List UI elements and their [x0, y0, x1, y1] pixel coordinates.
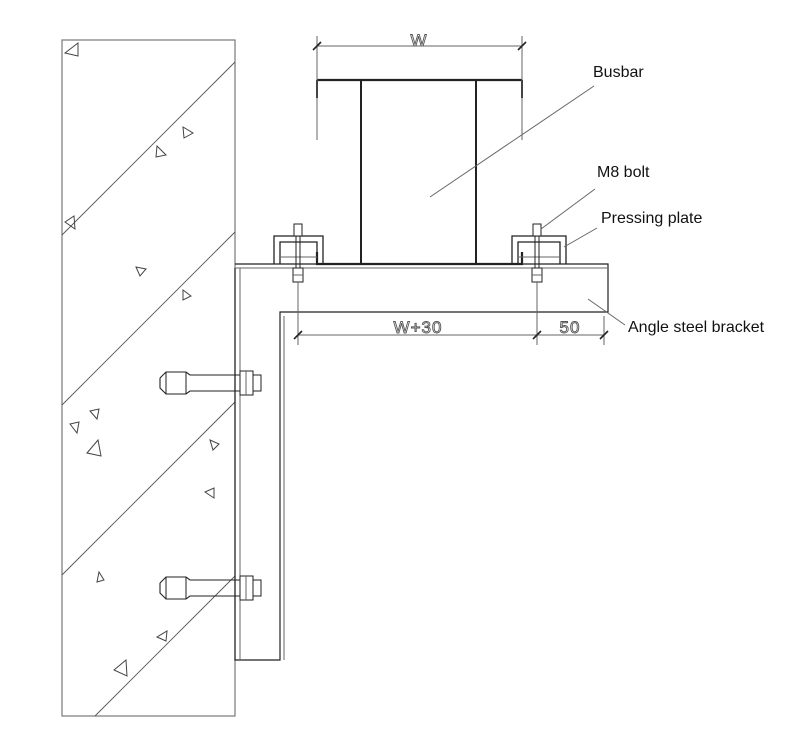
pressing-plate-label: Pressing plate [601, 210, 702, 227]
dimension-bracket-length-label: W+30 [394, 318, 443, 337]
expansion-anchor-lower [159, 575, 262, 601]
concrete-wall [61, 39, 236, 717]
m8-bolt-left [292, 223, 304, 283]
dimension-w-label: W [410, 31, 427, 50]
busbar [315, 78, 524, 266]
dimension-w: W [312, 31, 527, 140]
dimension-bracket: W+30 50 [293, 282, 609, 345]
m8-bolt-label: M8 bolt [597, 164, 650, 181]
angle-steel-bracket-label: Angle steel bracket [628, 319, 765, 336]
busbar-label: Busbar [593, 64, 644, 81]
dimension-offset-label: 50 [560, 318, 581, 337]
wall-hatching [61, 61, 236, 717]
leader-lines [429, 85, 626, 326]
aggregate-marks [63, 41, 220, 677]
m8-bolt-right [531, 223, 543, 283]
pressing-plate-left [273, 235, 324, 264]
expansion-anchor-upper [159, 370, 262, 396]
